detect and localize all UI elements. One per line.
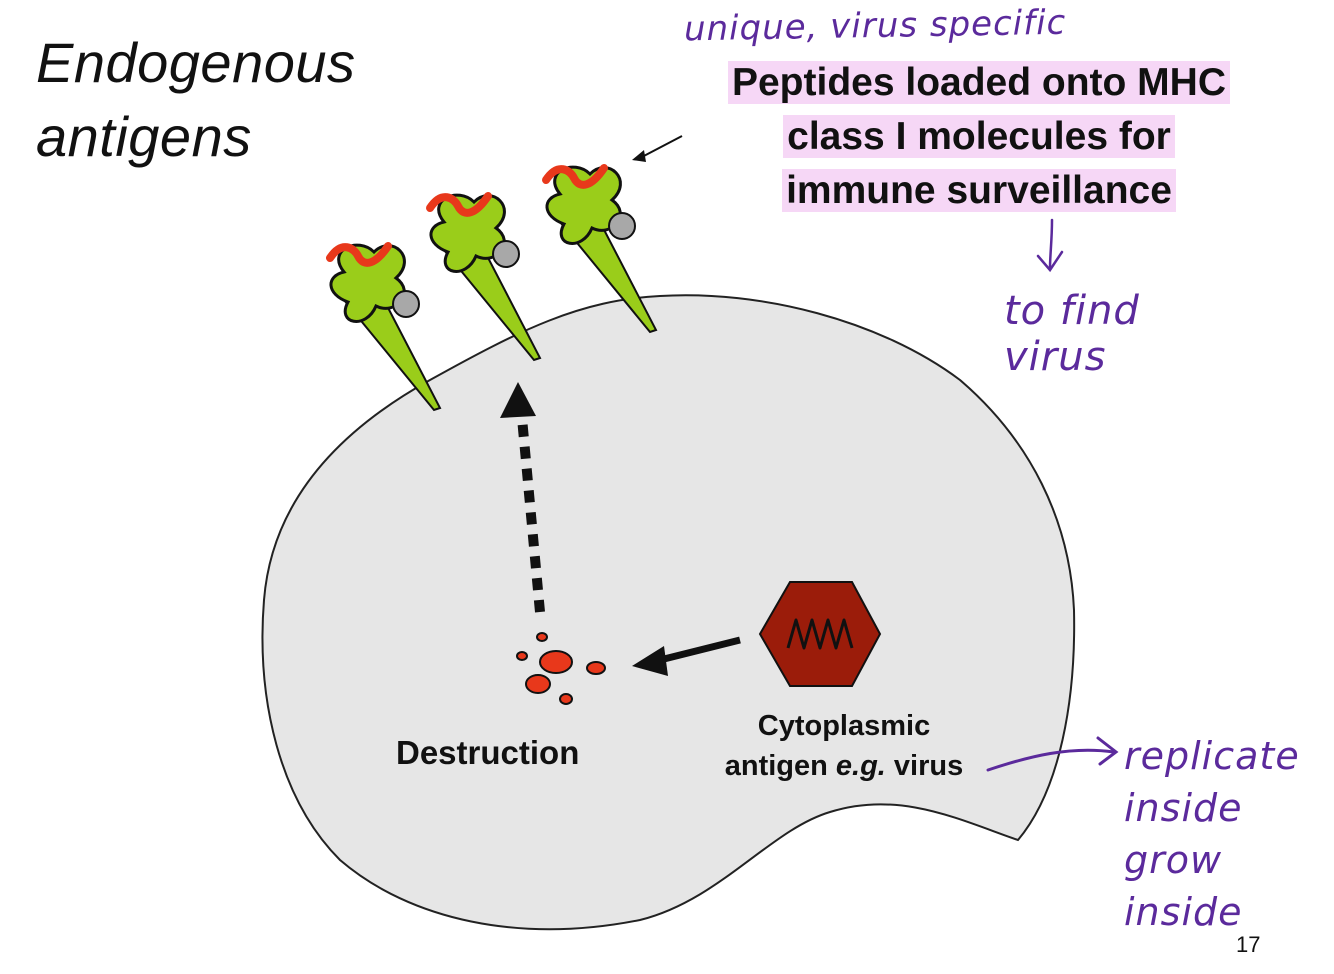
mhc-callout: Peptides loaded onto MHC class I molecul… xyxy=(684,56,1274,218)
callout-line-1: Peptides loaded onto MHC xyxy=(727,61,1230,104)
degradation-arrow-head xyxy=(632,646,668,676)
callout-arrow xyxy=(639,135,683,159)
cell-body xyxy=(261,294,1076,931)
callout-line-3: immune surveillance xyxy=(782,169,1176,212)
handwritten-arrow-right xyxy=(986,736,1119,772)
page-number: 17 xyxy=(1236,932,1261,957)
title-line-2: antigens xyxy=(36,105,252,168)
handwritten-replicate-note: replicate inside grow inside xyxy=(1124,734,1300,934)
handwritten-unique-note: unique, virus specific xyxy=(683,2,1067,50)
virus-icon xyxy=(758,581,882,687)
callout-line-2: class I molecules for xyxy=(783,115,1175,158)
cytoplasmic-antigen-label: Cytoplasmic antigen e.g. virus xyxy=(696,706,992,786)
title-line-1: Endogenous xyxy=(36,31,356,94)
degradation-arrow-shaft xyxy=(659,636,741,664)
destruction-label: Destruction xyxy=(396,734,580,771)
cyto-line-2: antigen e.g. virus xyxy=(724,750,964,782)
handwritten-find-note: to find virus xyxy=(1004,288,1140,380)
mhc-molecule-2 xyxy=(430,195,540,360)
transport-arrow-head xyxy=(500,382,536,418)
slide-title: Endogenous antigens xyxy=(36,26,356,174)
handwritten-arrow-down xyxy=(1036,218,1064,273)
mhc-molecule-1 xyxy=(330,245,440,410)
transport-arrow-shaft xyxy=(517,417,545,613)
cyto-line-1: Cytoplasmic xyxy=(757,710,931,742)
peptide-fragments xyxy=(516,632,606,705)
